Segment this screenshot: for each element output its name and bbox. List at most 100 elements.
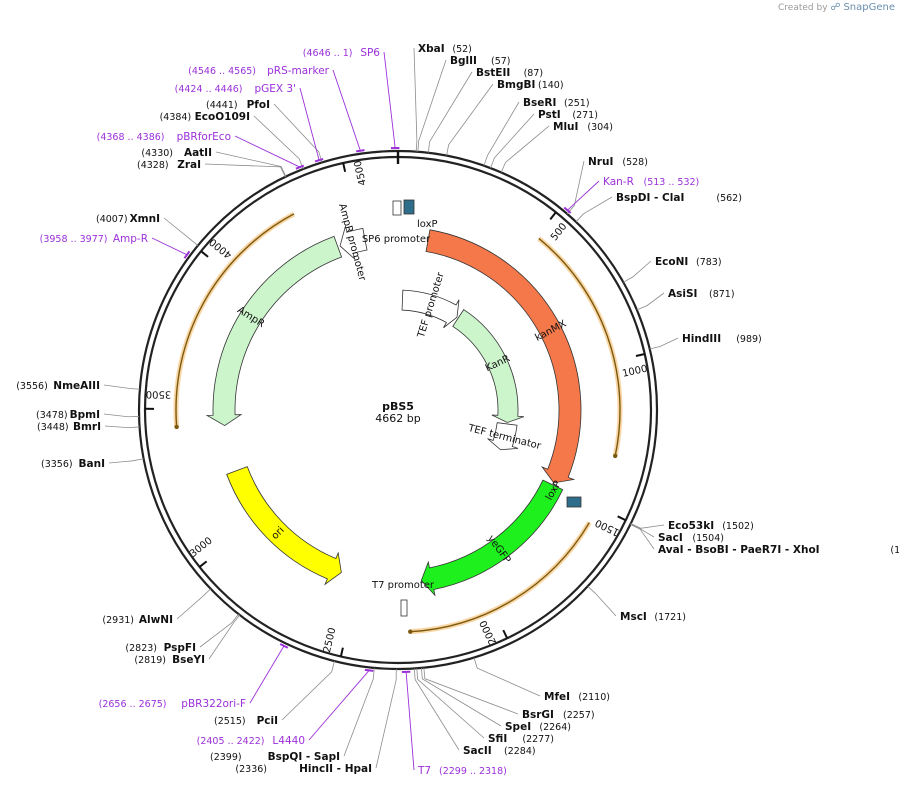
primer-name-left-6: L4440 [272, 735, 305, 747]
site-pos-right-16: (2110) [578, 692, 610, 703]
site-pos-right-6: (304) [587, 122, 613, 133]
primer-connector-left-2 [299, 87, 320, 161]
site-name-left-6: BanI [79, 458, 105, 470]
tick-label-1000: 1000 [621, 364, 648, 380]
site-connector-right-6 [500, 125, 550, 173]
site-name-left-3: BseYI [172, 654, 205, 666]
feature-arrow-ampr [205, 235, 343, 427]
site-pos-right-0: (52) [452, 44, 472, 55]
primer-pos-left-0: (4646 .. 1) [303, 48, 353, 59]
primer-pos-left-3: (4368 .. 4386) [97, 132, 165, 143]
site-connector-left-12 [215, 151, 287, 177]
site-pos-left-11: (4328) [137, 160, 169, 171]
tick-label-2000: 2000 [478, 618, 499, 646]
site-connector-right-4 [483, 101, 520, 166]
site-pos-left-14: (4441) [206, 100, 238, 111]
feature-arrow-tef-terminator [487, 422, 519, 451]
site-pos-right-14: (1505) [890, 545, 899, 556]
site-connector-left-11 [204, 163, 286, 177]
site-name-right-15: MscI [620, 611, 647, 623]
primer-pos-left-5: (2656 .. 2675) [99, 699, 167, 710]
site-connector-left-7 [104, 425, 140, 429]
primer-pos-left-6: (2405 .. 2422) [197, 736, 265, 747]
credit-brand: SnapGene [843, 2, 895, 13]
tick-label-3000: 3000 [188, 535, 215, 559]
site-name-left-12: AatII [184, 147, 212, 159]
feature-arrow-yegfp [420, 479, 564, 597]
site-name-right-0: XbaI [418, 43, 445, 55]
site-connector-left-4 [199, 613, 239, 648]
site-name-left-11: ZraI [177, 159, 201, 171]
primer-bar-left-6 [364, 668, 374, 672]
tick-mark-1000 [635, 353, 645, 358]
primer-connector-left-0 [383, 51, 396, 149]
site-pos-left-1: (2336) [235, 764, 267, 775]
site-name-right-11: HindIII [682, 333, 721, 345]
tick-mark-500 [549, 211, 557, 220]
site-pos-right-11: (989) [736, 334, 762, 345]
primer-connector-left-4 [151, 237, 188, 256]
site-name-right-1: BglII [450, 55, 477, 67]
site-connector-left-3 [208, 614, 240, 660]
site-pos-left-3: (2819) [134, 655, 166, 666]
tick-label-1500: 1500 [594, 517, 622, 538]
small-feature-box-1 [403, 199, 415, 215]
site-connector-right-5 [490, 113, 535, 169]
site-pos-left-12: (4330) [141, 148, 173, 159]
restriction-sites: XbaI(52)BglII(57)BstEII(87)BmgBI(140)Bse… [16, 43, 899, 775]
site-name-right-12: Eco53kI [668, 520, 714, 532]
site-name-right-14: AvaI - BsoBI - PaeR7I - XhoI [658, 544, 820, 556]
site-pos-right-10: (871) [709, 289, 735, 300]
primer-connector-left-6 [308, 670, 370, 741]
site-name-right-16: MfeI [544, 691, 570, 703]
site-name-left-7: BmrI [73, 421, 101, 433]
primer-name-left-2: pGEX 3' [254, 83, 296, 95]
site-pos-right-15: (1721) [654, 612, 686, 623]
site-connector-right-0 [413, 47, 418, 152]
site-pos-right-3: (140) [538, 80, 564, 91]
site-connector-left-14 [273, 103, 323, 163]
small-feature-label-1: loxP [417, 219, 438, 230]
site-connector-right-17 [423, 667, 519, 715]
tick-label-3500: 3500 [146, 388, 172, 399]
tick-mark-3000 [198, 560, 208, 568]
site-name-left-13: EcoO109I [195, 111, 250, 123]
site-pos-left-9: (3556) [16, 381, 48, 392]
primer-connector-left-5 [249, 645, 285, 704]
orf-tip-1 [408, 629, 413, 634]
primer-bar-right-0 [563, 206, 572, 214]
primer-bar-left-2 [314, 157, 324, 163]
site-pos-right-17: (2257) [563, 710, 595, 721]
primer-bar-left-3 [295, 164, 305, 170]
orf-tip-2 [174, 424, 179, 430]
snapgene-logo-icon: ☍ [830, 2, 841, 13]
site-connector-right-2 [427, 71, 473, 153]
feature-arrow-ori [226, 466, 342, 586]
tick-mark-2000 [502, 629, 509, 639]
site-pos-right-5: (271) [572, 110, 598, 121]
site-name-right-6: MluI [553, 121, 578, 133]
site-pos-left-6: (3356) [41, 459, 73, 470]
site-pos-right-18: (2264) [539, 722, 571, 733]
site-name-left-10: XmnI [130, 213, 160, 225]
site-pos-right-19: (2277) [522, 734, 554, 745]
primer-name-left-5: pBR322ori-F [181, 698, 246, 710]
site-connector-left-1 [375, 668, 397, 769]
site-connector-right-16 [473, 657, 541, 697]
plasmid-center-label: pBS5 4662 bp [375, 400, 420, 425]
primer-name-right-0: Kan-R [603, 176, 634, 188]
site-pos-left-13: (4384) [160, 112, 192, 123]
primer-pos-left-2: (4424 .. 4446) [175, 84, 243, 95]
site-name-right-8: BspDI - ClaI [616, 192, 684, 204]
feature-arrow-kanmx [425, 229, 582, 484]
orf-line-1 [410, 522, 590, 633]
site-pos-right-8: (562) [716, 193, 742, 204]
site-connector-right-11 [649, 337, 679, 350]
site-connector-right-20 [413, 668, 460, 751]
site-pos-left-5: (2931) [102, 615, 134, 626]
primer-connector-left-1 [332, 69, 361, 151]
site-name-right-9: EcoNI [655, 256, 688, 268]
site-name-left-9: NmeAIII [53, 380, 100, 392]
site-pos-left-10: (4007) [96, 214, 128, 225]
